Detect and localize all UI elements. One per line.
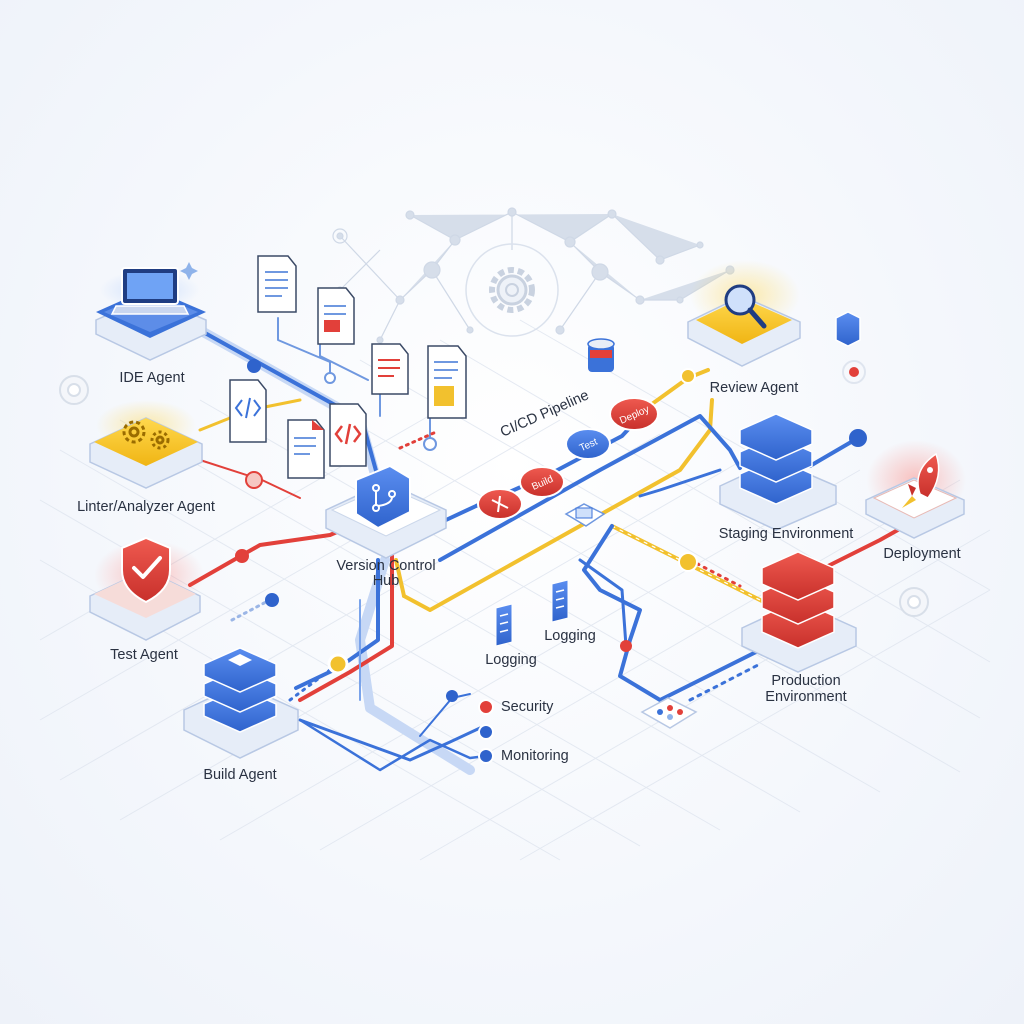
code-file-icon	[329, 403, 367, 467]
pipeline-stage-deploy[interactable]: Deploy	[609, 397, 659, 431]
linter-agent-node[interactable]	[89, 400, 203, 489]
server-stack-icon	[761, 551, 835, 649]
gears-icon	[122, 420, 170, 450]
production-environment-label-line2: Environment	[765, 689, 847, 705]
pipeline-stage-test[interactable]: Test	[565, 428, 611, 460]
build-agent-label: Build Agent	[203, 767, 277, 783]
document-icon	[317, 287, 355, 345]
linter-agent-label: Linter/Analyzer Agent	[77, 499, 215, 515]
pipeline-stage-commit[interactable]	[477, 488, 523, 520]
magnifier-icon	[724, 284, 767, 329]
test-agent-label: Test Agent	[110, 647, 178, 663]
service-dot[interactable]	[478, 724, 494, 740]
ide-agent-label: IDE Agent	[119, 370, 185, 386]
laptop-icon	[110, 267, 190, 315]
connector-nodes	[59, 359, 929, 702]
staging-environment-label: Staging Environment	[718, 526, 854, 542]
logging-icon[interactable]	[551, 579, 569, 623]
logging-label-a: Logging	[485, 652, 537, 668]
deployment-label: Deployment	[883, 546, 961, 562]
staging-environment-node[interactable]	[719, 413, 837, 531]
git-branch-icon	[372, 484, 396, 512]
document-icon	[287, 419, 325, 479]
pipeline-branch-node[interactable]	[564, 503, 606, 527]
document-icon	[257, 255, 297, 313]
version-control-hub-node[interactable]	[325, 464, 447, 559]
code-file-icon	[229, 379, 267, 443]
database-icon	[587, 338, 615, 372]
production-environment-node[interactable]	[741, 551, 857, 673]
build-agent-node[interactable]	[183, 647, 299, 759]
shield-check-icon	[121, 536, 171, 604]
hub-label-line1: Version Control	[336, 558, 436, 574]
logging-icon[interactable]	[495, 603, 513, 647]
document-icon	[371, 343, 409, 395]
ide-agent-node[interactable]	[95, 262, 207, 361]
security-label: Security	[501, 699, 554, 715]
logging-label-b: Logging	[544, 628, 596, 644]
pipeline-stages: Build Test Deploy	[475, 397, 659, 527]
server-stack-icon	[739, 413, 813, 505]
security-dot[interactable]	[478, 699, 494, 715]
gear-icon	[465, 243, 559, 337]
review-agent-node[interactable]	[687, 260, 801, 367]
monitoring-label: Monitoring	[501, 748, 569, 764]
rocket-icon	[902, 452, 940, 508]
dashboard-node[interactable]	[640, 697, 698, 729]
hub-label-line2: Hub	[372, 573, 400, 589]
deployment-node[interactable]	[865, 440, 966, 539]
monitoring-dot[interactable]	[478, 748, 494, 764]
production-environment-label-line1: Production	[771, 673, 841, 689]
document-icon	[427, 345, 467, 419]
pipeline-stage-build[interactable]: Build	[519, 466, 565, 498]
server-stack-icon	[203, 647, 277, 733]
review-agent-label: Review Agent	[709, 380, 799, 396]
test-agent-node[interactable]	[89, 536, 204, 641]
network-background	[332, 207, 735, 344]
database-icon	[835, 311, 861, 347]
